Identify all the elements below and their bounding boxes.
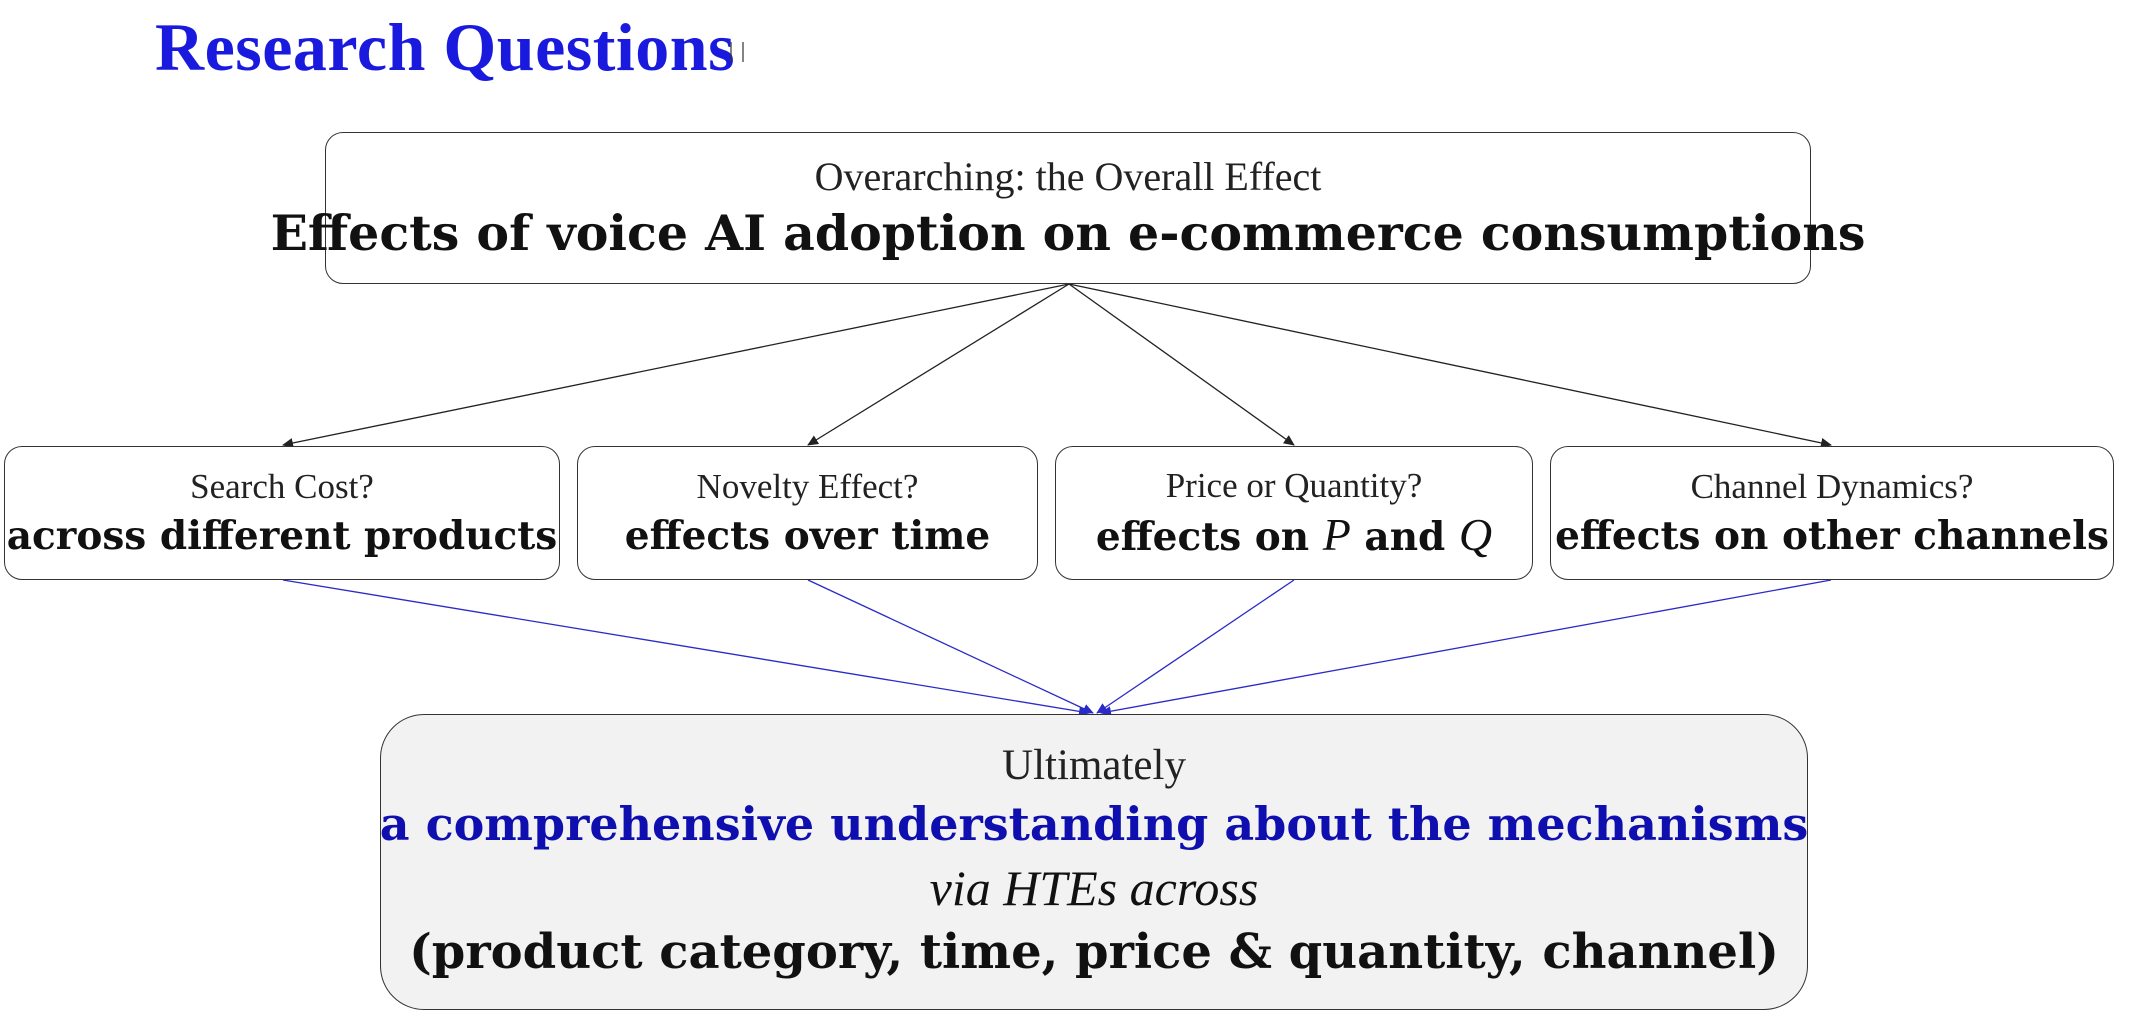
overall-effect-box: Overarching: the Overall Effect Effects … [271,132,1865,284]
arrow-overall-to-price-quantity [1068,283,1295,446]
channel-answer: effects on other channels [1555,513,2109,559]
price-variable: P [1322,509,1351,560]
search-cost-box: Search Cost? across different products [4,446,560,580]
price-quantity-answer-mid: and [1350,514,1459,560]
price-quantity-box: Price or Quantity? effects on P and Q [1055,446,1533,580]
price-quantity-question: Price or Quantity? [1165,466,1423,505]
novelty-answer: effects over time [624,513,991,559]
overall-label: Overarching: the Overall Effect [814,154,1322,199]
arrow-channel-to-ultimate [1100,579,1832,717]
quantity-variable: Q [1458,509,1493,560]
arrow-price-quantity-to-ultimate [1096,579,1295,714]
ultimate-goal: a comprehensive understanding about the … [379,797,1809,851]
novelty-question: Novelty Effect? [696,467,919,506]
arrow-overall-to-novelty [807,283,1070,446]
arrow-overall-to-channel [1068,283,1832,448]
novelty-effect-box: Novelty Effect? effects over time [577,446,1038,580]
channel-dynamics-box: Channel Dynamics? effects on other chann… [1550,446,2114,580]
price-quantity-answer-prefix: effects on [1095,514,1323,560]
ultimate-via: via HTEs across [929,860,1259,916]
search-cost-answer: across different products [6,513,558,559]
overall-statement: Effects of voice AI adoption on e-commer… [270,204,1866,262]
ultimate-goal-box: Ultimately a comprehensive understanding… [380,714,1808,1010]
arrow-overall-to-search-cost [282,283,1070,448]
search-cost-question: Search Cost? [190,467,374,506]
price-quantity-answer: effects on P and Q [1096,509,1492,563]
arrow-search-cost-to-ultimate [282,579,1090,717]
arrow-novelty-to-ultimate [807,579,1094,714]
slide-title: Research Questions [155,9,736,85]
ultimate-lead: Ultimately [1002,742,1186,789]
channel-question: Channel Dynamics? [1690,467,1974,506]
text-cursor-icon [730,42,744,62]
ultimate-dimensions: (product category, time, price & quantit… [409,924,1779,980]
